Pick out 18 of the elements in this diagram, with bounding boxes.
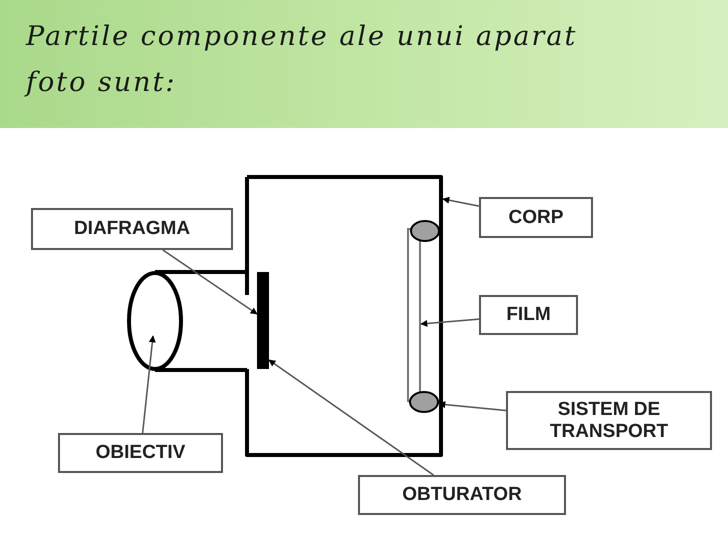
shutter-blade <box>257 272 269 369</box>
transport-roller <box>409 391 439 413</box>
leader-line <box>268 359 434 476</box>
leader-line <box>438 401 506 412</box>
slide-title: Partile componente ale unui aparat foto sunt: <box>26 20 578 100</box>
leader-line <box>420 318 480 327</box>
label-box: SISTEM DE TRANSPORT <box>506 391 712 450</box>
label-box: OBIECTIV <box>58 433 223 473</box>
lens-ellipse <box>127 271 183 371</box>
leader-line <box>442 196 480 207</box>
label-box: FILM <box>479 295 578 335</box>
leader-line <box>162 249 258 315</box>
label-box: DIAFRAGMA <box>31 208 233 250</box>
camera-body <box>245 175 443 457</box>
label-box: CORP <box>479 197 593 238</box>
leader-line <box>142 335 156 434</box>
film-strip <box>407 228 421 402</box>
label-box: OBTURATOR <box>358 475 566 515</box>
